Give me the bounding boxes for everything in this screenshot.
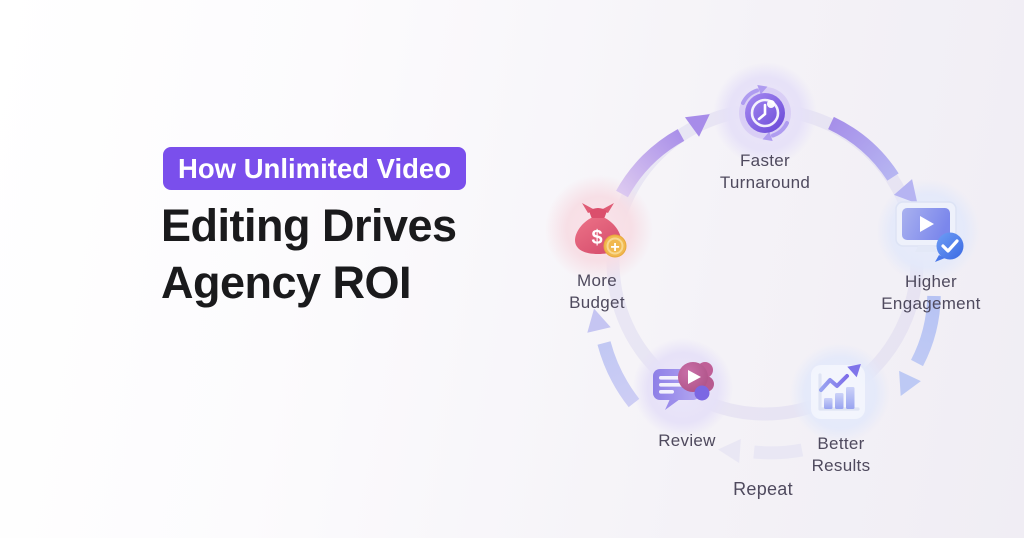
node-label-more-budget: More Budget (569, 271, 625, 312)
arrow-better-results-to-review (718, 439, 804, 463)
svg-text:Higher: Higher (905, 272, 957, 291)
growth-bar-chart-icon (811, 363, 865, 419)
node-label-review: Review (658, 431, 716, 450)
page-title: Editing Drives Agency ROI (161, 197, 457, 311)
clock-refresh-icon (739, 85, 791, 141)
svg-text:Results: Results (812, 456, 871, 475)
svg-text:Turnaround: Turnaround (720, 173, 810, 192)
svg-text:Review: Review (658, 431, 716, 450)
repeat-label: Repeat (733, 479, 793, 499)
svg-text:Engagement: Engagement (881, 294, 980, 313)
dollar-sign-glyph: $ (591, 227, 602, 249)
svg-text:Faster: Faster (740, 151, 790, 170)
arrow-more-budget-to-faster-turnaround (616, 114, 710, 198)
comment-video-review-icon (653, 362, 714, 410)
page-title-line-2: Agency ROI (161, 257, 412, 308)
svg-text:More: More (577, 271, 617, 290)
node-label-higher-engagement: Higher Engagement (881, 272, 980, 313)
money-bag-plus-coin-icon: $ + (575, 203, 627, 258)
plus-sign-glyph: + (610, 239, 619, 256)
svg-text:Budget: Budget (569, 293, 625, 312)
video-play-chat-check-icon (895, 201, 964, 262)
roi-cycle-diagram: $ + Faster Turnaround Higher Engagement … (545, 62, 980, 499)
node-label-faster-turnaround: Faster Turnaround (720, 151, 810, 192)
arrow-higher-engagement-to-better-results (899, 295, 941, 396)
page-title-line-1: Editing Drives (161, 200, 457, 251)
title-badge: How Unlimited Video (163, 147, 466, 190)
arrow-faster-turnaround-to-higher-engagement (828, 116, 918, 204)
svg-text:Better: Better (817, 434, 864, 453)
arrow-review-to-more-budget (587, 308, 640, 408)
node-label-better-results: Better Results (812, 434, 871, 475)
